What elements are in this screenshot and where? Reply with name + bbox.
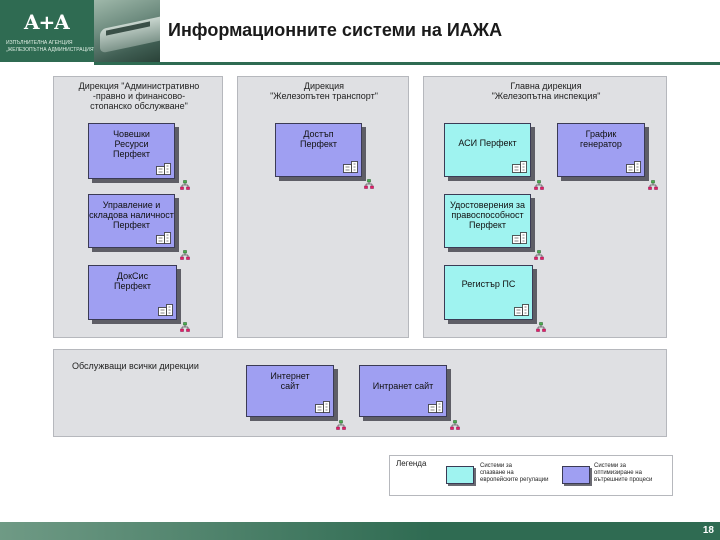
panel-title-transport: Дирекция "Железопътен транспорт": [270, 81, 378, 101]
system-box-access[interactable]: Достъп Перфект: [275, 123, 362, 177]
title-band: [160, 0, 720, 62]
train-photo: [94, 0, 160, 62]
building-icon: [514, 304, 529, 316]
building-icon: [626, 161, 641, 173]
legend-swatch-purple: [562, 466, 590, 484]
network-icon: [336, 420, 346, 430]
panel-title-service: Обслужващи всички дирекции: [72, 361, 199, 371]
system-box-certificates[interactable]: Удостоверения за правоспособност Перфект: [444, 194, 531, 248]
legend-text-internal-processes: Системи за оптимизиране на вътрешните пр…: [594, 463, 653, 483]
system-label: АСИ Перфект: [458, 138, 517, 148]
building-icon: [156, 232, 171, 244]
network-icon: [180, 180, 190, 190]
building-icon: [158, 304, 173, 316]
footer-gradient: [0, 522, 720, 540]
system-box-internet-site[interactable]: Интернет сайт: [246, 365, 334, 417]
footer-bar: 18: [0, 522, 720, 540]
building-icon: [315, 401, 330, 413]
building-icon: [512, 161, 527, 173]
system-box-asi[interactable]: АСИ Перфект: [444, 123, 531, 177]
page-title: Информационните системи на ИАЖА: [168, 20, 503, 40]
network-icon: [180, 322, 190, 332]
system-box-intranet-site[interactable]: Интранет сайт: [359, 365, 447, 417]
network-icon: [536, 322, 546, 332]
system-label: Интранет сайт: [372, 381, 434, 391]
page-number: 18: [702, 525, 714, 536]
system-label: Човешки Ресурси Перфект: [112, 129, 151, 159]
building-icon: [428, 401, 443, 413]
system-label: Управление и складова наличност Перфект: [89, 200, 174, 230]
system-box-docsys[interactable]: ДокСис Перфект: [88, 265, 177, 320]
system-box-schedule-generator[interactable]: График генератор: [557, 123, 645, 177]
building-icon: [156, 163, 171, 175]
header: A+A ИЗПЪЛНИТЕЛНА АГЕНЦИЯ „ЖЕЛЕЗОПЪТНА АД…: [0, 0, 720, 70]
panel-title-admin: Дирекция "Административно -правно и фина…: [78, 81, 200, 111]
system-label: Удостоверения за правоспособност Перфект: [450, 200, 525, 230]
legend: Легенда Системи за спазване на европейск…: [389, 455, 673, 496]
system-label: ДокСис Перфект: [113, 271, 152, 291]
agency-logo: A+A ИЗПЪЛНИТЕЛНА АГЕНЦИЯ „ЖЕЛЕЗОПЪТНА АД…: [0, 0, 96, 62]
building-icon: [343, 161, 358, 173]
network-icon: [180, 250, 190, 260]
network-icon: [364, 179, 374, 189]
network-icon: [450, 420, 460, 430]
legend-swatch-cyan: [446, 466, 474, 484]
building-icon: [512, 232, 527, 244]
logo-text-line-2: „ЖЕЛЕЗОПЪТНА АДМИНИСТРАЦИЯ": [6, 47, 96, 53]
panel-transport-directorate: Дирекция "Железопътен транспорт": [237, 76, 409, 338]
logo-mark: A+A: [24, 10, 70, 34]
header-divider: [94, 62, 720, 65]
system-box-hr[interactable]: Човешки Ресурси Перфект: [88, 123, 175, 179]
system-label: Интернет сайт: [270, 371, 310, 391]
legend-text-eu-regulations: Системи за спазване на европейските регу…: [480, 463, 549, 483]
legend-title: Легенда: [396, 459, 427, 468]
logo-text-line-1: ИЗПЪЛНИТЕЛНА АГЕНЦИЯ: [6, 40, 73, 46]
system-label: График генератор: [580, 129, 622, 149]
network-icon: [534, 250, 544, 260]
system-label: Регистър ПС: [461, 279, 516, 289]
system-label: Достъп Перфект: [299, 129, 338, 149]
system-box-rolling-stock-register[interactable]: Регистър ПС: [444, 265, 533, 320]
system-box-warehouse[interactable]: Управление и складова наличност Перфект: [88, 194, 175, 248]
network-icon: [648, 180, 658, 190]
panel-title-inspection: Главна дирекция "Железопътна инспекция": [491, 81, 601, 101]
network-icon: [534, 180, 544, 190]
